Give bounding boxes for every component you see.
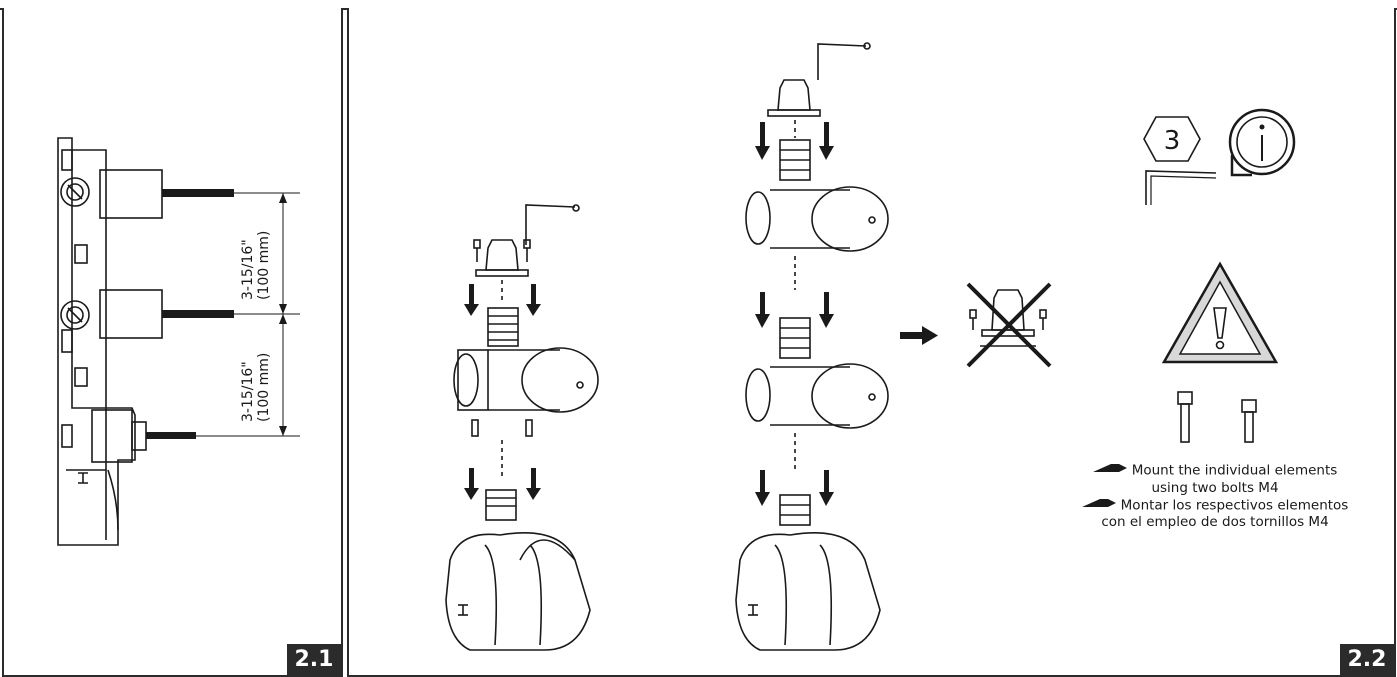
crossed-out-icon	[966, 282, 1052, 368]
bolt-icon	[1177, 391, 1257, 443]
figure-2-1-panel	[2, 8, 343, 677]
figure-number-2-1: 2.1	[287, 644, 341, 675]
info-icon	[1228, 108, 1296, 177]
bullet-arrow-icon	[1081, 497, 1116, 514]
warning-icon	[1161, 261, 1279, 364]
note-spanish-line2: con el empleo de dos tornillos M4	[1101, 514, 1329, 530]
note-spanish: Montar los respectivos elementos	[1050, 497, 1380, 515]
arrow-right-icon	[900, 326, 938, 345]
note-english: Mount the individual elements	[1050, 462, 1380, 480]
dimension-2-line1: 3-15/16"	[240, 361, 256, 422]
note-spanish-line1: Montar los respectivos elementos	[1120, 497, 1349, 513]
dimension-1-line2: (100 mm)	[256, 231, 272, 300]
figure-number-2-2: 2.2	[1340, 644, 1394, 675]
tool-size-label: 3	[1164, 126, 1181, 156]
bullet-arrow-icon	[1092, 462, 1127, 479]
valve-body-side-view: 3-15/16" (100 mm) 3-15/16" (100 mm)	[57, 137, 300, 546]
instruction-notes: Mount the individual elements using two …	[1050, 462, 1380, 531]
note-english-line2: using two bolts M4	[1151, 479, 1279, 496]
note-english-line1: Mount the individual elements	[1131, 462, 1338, 479]
hex-key-icon: 3	[1143, 116, 1217, 205]
dimension-1-line1: 3-15/16"	[240, 239, 256, 300]
dimension-2-line2: (100 mm)	[256, 353, 272, 422]
